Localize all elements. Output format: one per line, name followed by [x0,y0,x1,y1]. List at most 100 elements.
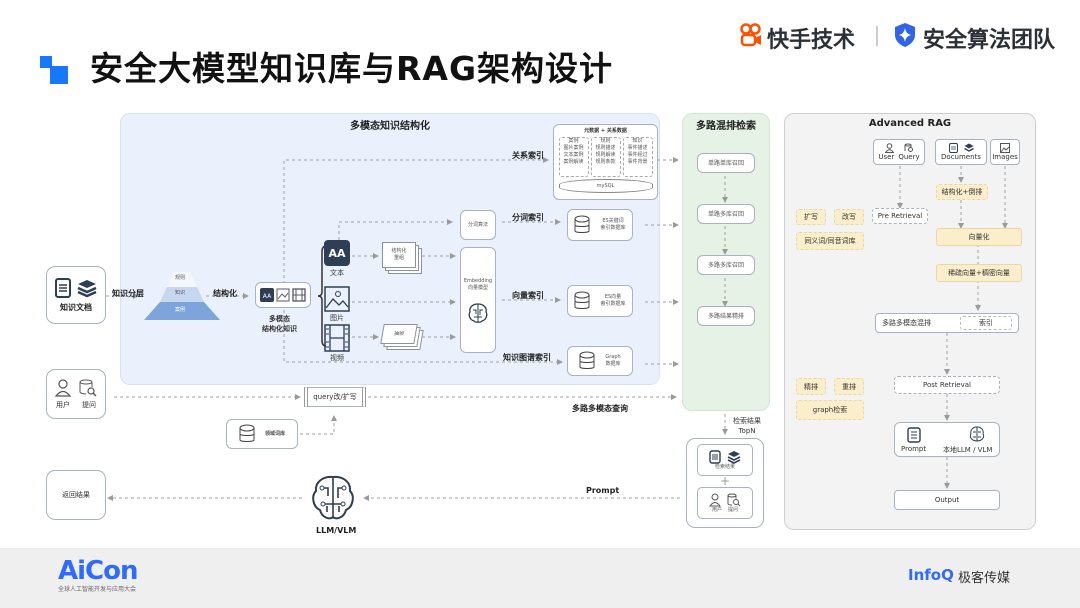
images-node[interactable]: Images [990,139,1020,165]
local-llm-label: 本地LLM / VLM [943,446,993,454]
label-prompt: Prompt [586,486,620,495]
image-icon [1000,143,1010,153]
pyramid-knowledge: 知识 [175,290,186,296]
es-vector-label: ES向量索引数据库 [600,294,626,307]
user-icon [884,143,894,153]
rewrite-node[interactable]: 改写 [834,209,864,225]
security-shield-logo-icon [893,22,917,48]
retrieval-results-label: 检索结果 [714,463,735,470]
title-accent-square-large [50,66,68,84]
user-question-node[interactable]: 用户 提问 [46,369,106,419]
title-accent-square-small [40,56,52,68]
layers-icon [77,279,97,297]
user-icon [55,378,71,397]
user-question-box: 用户提问 [697,487,753,519]
video-modality-label: 视频 [330,354,344,362]
rerank-node[interactable]: 重排 [834,378,864,395]
prompt-llm-node[interactable]: Prompt 本地LLM / VLM [894,422,1000,457]
restructure-node[interactable]: 结构化重组 [382,242,424,274]
fine-rank-node[interactable]: 精排 [796,378,826,395]
label-multi-query: 多路多模态查询 [572,404,628,413]
user-icon [709,493,721,506]
expand-rewrite-node[interactable]: 扩写 [796,209,826,225]
pyramid-rules: 规则 [175,275,186,281]
documents-label: Documents [941,153,981,161]
question-label: 提问 [728,506,739,513]
retrieval-panel-title: 多路混排检索 [696,121,756,132]
database-icon [239,424,255,442]
llm-brain-icon [308,474,358,526]
label-knowledge-layering: 知识分层 [112,289,144,298]
document-icon [948,143,958,153]
tokenizer-node[interactable]: 分词算法 [460,210,496,240]
vectorize-node[interactable]: 向量化 [936,228,1022,246]
database-icon [574,215,590,233]
synonym-lexicon-node[interactable]: 同义词/同音词库 [796,232,864,250]
retrieval-results-box: 检索结果 [697,444,753,476]
user-label: 用户 [711,506,722,513]
llm-label: LLM/VLM [316,526,357,535]
label-kg-index: 知识图谱索引 [503,353,551,362]
retrieval-step-4[interactable]: 多路结果精排 [697,306,755,326]
output-node[interactable]: Output [894,490,1000,510]
retrieval-step-2[interactable]: 单路多库召回 [697,204,755,224]
user-label: 用户 [56,400,70,409]
frame-extract-node[interactable]: 抽帧 [380,324,424,352]
label-structuring: 结构化 [213,289,237,298]
database-search-icon [79,379,97,397]
query-rewrite-node[interactable]: query改/扩写 [304,387,366,407]
svg-text:AA: AA [263,293,272,300]
frame-extract-label: 抽帧 [393,330,405,337]
multi-modal-mix-node[interactable]: 多路多模态混排 索引 [875,313,1019,333]
multi-mix-label: 多路多模态混排 [882,319,931,327]
document-icon [55,277,71,298]
prompt-composition-node[interactable]: 检索结果 + 用户提问 [686,438,764,528]
question-label: 提问 [82,400,96,409]
knowledge-document-node[interactable]: 知识文档 [46,266,106,324]
domain-lexicon-node[interactable]: 领域词库 [226,419,298,449]
label-token-index: 分词索引 [512,213,544,222]
es-keyword-label: ES关键词索引数据库 [600,218,626,231]
restructure-label: 结构化重组 [391,248,407,261]
database-search-icon [904,143,913,152]
metadata-title: 元数据 + 关系数据 [584,128,627,134]
label-relation-index: 关系索引 [512,151,544,160]
image-icon [276,288,290,302]
tokenizer-label: 分词算法 [467,221,488,228]
image-modality-icon [324,286,350,316]
struct-invert-node[interactable]: 结构化+倒排 [936,184,988,200]
brand-kuaishou-tech: 快手技术 [767,28,856,53]
multimodal-knowledge-node[interactable]: AA [255,282,311,308]
database-icon [574,291,590,309]
infoq-brand-cn: 极客传媒 [958,571,1011,586]
layers-icon [727,450,741,464]
retrieval-step-3[interactable]: 多路多库召回 [697,255,755,275]
return-result-node[interactable]: 返回结果 [46,470,106,520]
structuring-panel-title: 多模态知识结构化 [350,121,430,132]
sparse-dense-vector-node[interactable]: 稀疏向量+稠密向量 [936,264,1022,282]
document-icon [709,449,721,464]
metadata-columns: 案例图片案例文本案例案例解读 规则规则描述规则解读规则条款 知识事件描述事件经过… [558,137,653,177]
text-modality-icon: AA [324,240,350,266]
plus-icon: + [719,474,731,488]
documents-node[interactable]: Documents [935,139,987,165]
metadata-relation-db-node[interactable]: 元数据 + 关系数据 案例图片案例文本案例案例解读 规则规则描述规则解读规则条款… [553,124,658,200]
pyramid-cases: 案例 [175,307,186,313]
pre-retrieval-node[interactable]: Pre Retrieval [872,208,928,224]
kuaishou-logo-icon [740,23,762,47]
retrieval-step-1[interactable]: 单路单库召回 [697,153,755,173]
metadata-column-knowledge: 知识事件描述事件经过事件背景 [622,137,653,177]
video-icon [292,288,306,302]
es-vector-db-node[interactable]: ES向量索引数据库 [567,285,633,317]
es-keyword-db-node[interactable]: ES关键词索引数据库 [567,209,633,241]
post-retrieval-node[interactable]: Post Retrieval [894,376,1000,394]
prompt-label: Prompt [901,445,927,453]
domain-lexicon-label: 领域词库 [264,430,285,437]
graph-search-node[interactable]: graph检索 [796,400,864,420]
aicon-subtitle: 全球人工智能开发与应用大会 [58,586,137,593]
